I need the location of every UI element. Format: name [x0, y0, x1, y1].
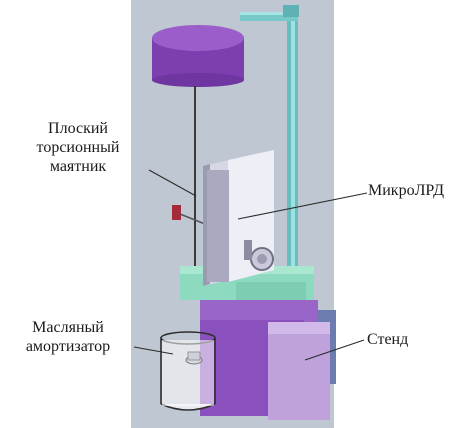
leader-lines — [133, 169, 368, 361]
leader-damper — [133, 346, 174, 355]
micro-lrd-thruster — [203, 150, 274, 286]
label-stand: Стенд — [367, 331, 409, 348]
support-column — [240, 5, 299, 284]
label-oil-damper: Масляный амортизатор — [0, 318, 136, 356]
leader-pendulum — [148, 169, 197, 197]
base-stand — [200, 300, 330, 420]
label-oil-damper-line-1: Масляный — [32, 319, 104, 336]
suspension-disk — [152, 25, 244, 87]
leader-thruster — [237, 192, 368, 220]
label-torsion-pendulum-line-3: маятник — [49, 158, 107, 175]
leader-stand — [304, 339, 365, 361]
oil-damper — [160, 331, 216, 411]
label-torsion-pendulum-line-2: торсионный — [36, 139, 120, 156]
label-micro-lrd: МикроЛРД — [368, 182, 445, 199]
label-torsion-pendulum-line-1: Плоский — [48, 120, 108, 137]
label-oil-damper-line-2: амортизатор — [25, 338, 111, 355]
label-torsion-pendulum: Плоский торсионный маятник — [8, 119, 148, 176]
